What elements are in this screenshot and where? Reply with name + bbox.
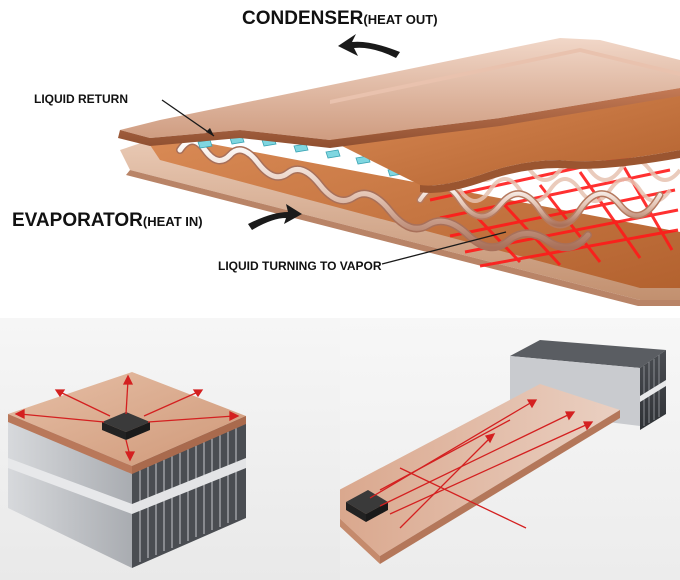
condenser-text: CONDENSER bbox=[242, 8, 364, 29]
cross-section-illustration bbox=[118, 34, 680, 306]
condenser-label: CONDENSER(HEAT OUT) bbox=[242, 8, 438, 30]
liquid-vapor-leader bbox=[381, 231, 507, 265]
fin-lines bbox=[139, 426, 237, 562]
heat-transport-arrows bbox=[369, 399, 594, 529]
centered-chip-heatsink bbox=[0, 318, 340, 580]
liquid-return-leader bbox=[161, 99, 215, 137]
top-plate-edge bbox=[118, 88, 680, 148]
remote-separator bbox=[640, 380, 666, 402]
remote-heatsink-vapor-plate bbox=[340, 318, 680, 580]
heat-out-arrow bbox=[338, 34, 400, 58]
heatsink-illustration bbox=[8, 372, 246, 568]
liquid-turning-to-vapor-label: LIQUID TURNING TO VAPOR bbox=[218, 259, 382, 273]
vapor-plate-edge bbox=[380, 410, 620, 564]
evaporator-label: EVAPORATOR(HEAT IN) bbox=[12, 210, 203, 232]
remote-fin-block-top bbox=[510, 340, 666, 368]
wick-wire-front-highlight bbox=[177, 138, 591, 250]
vapor-chamber-cross-section: CONDENSER(HEAT OUT) LIQUID RETURN EVAPOR… bbox=[12, 8, 680, 306]
vapor-plate bbox=[340, 384, 620, 556]
fin-separator bbox=[132, 458, 246, 514]
evaporator-text: EVAPORATOR bbox=[12, 210, 143, 231]
liquid-return-label: LIQUID RETURN bbox=[34, 92, 128, 106]
remote-heatsink-illustration bbox=[340, 340, 666, 564]
heat-spread-arrows bbox=[14, 374, 240, 462]
top-wick-edge bbox=[420, 150, 680, 193]
condenser-subtext: (HEAT OUT) bbox=[363, 12, 438, 27]
top-wick bbox=[330, 90, 680, 186]
copper-plate-edge bbox=[8, 414, 132, 474]
heat-in-arrow bbox=[248, 204, 302, 230]
evaporator-subtext: (HEAT IN) bbox=[142, 214, 203, 229]
remote-chip bbox=[346, 490, 388, 514]
bottom-plate-edge bbox=[126, 170, 680, 306]
